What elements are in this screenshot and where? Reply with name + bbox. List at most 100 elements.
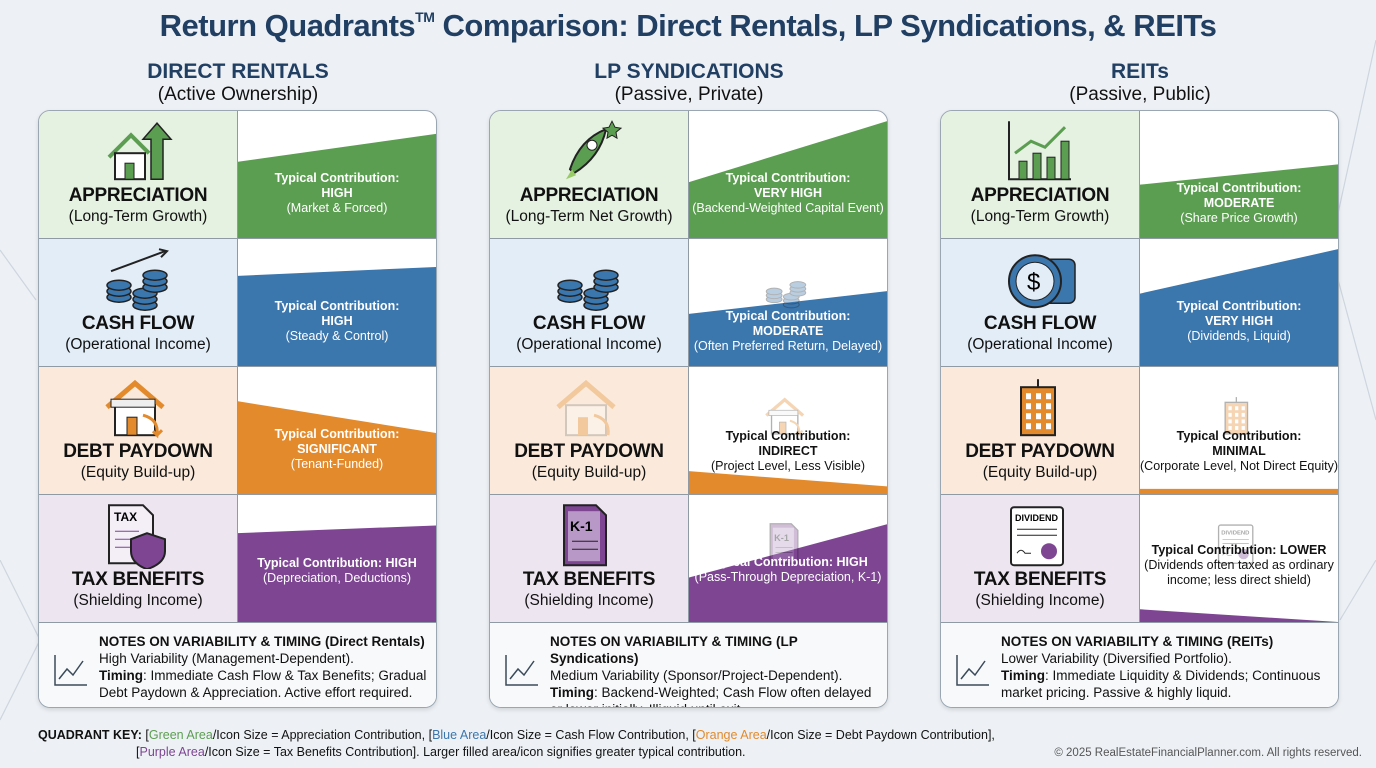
notes-variability: Medium Variability (Sponsor/Project-Depe… <box>550 668 843 683</box>
contribution-text: Typical Contribution: HIGH (Depreciation… <box>238 556 436 586</box>
contribution-label: Typical Contribution: <box>725 429 851 443</box>
quadrant-row-tax-benefits: DIVIDEND TAX BENEFITS (Shielding Income)… <box>941 495 1338 623</box>
contribution-fill-area <box>689 291 887 366</box>
dividend-certificate-icon: DIVIDEND <box>1212 521 1262 571</box>
contribution-label: Typical Contribution: <box>1176 299 1302 313</box>
quadrant-title: TAX BENEFITS <box>973 569 1107 590</box>
notes-section: NOTES ON VARIABILITY & TIMING (REITs) Lo… <box>941 623 1338 707</box>
contribution-label: Typical Contribution: <box>274 427 400 441</box>
quadrant-subtitle: (Equity Build-up) <box>531 464 647 481</box>
contribution-text: Typical Contribution: INDIRECT (Project … <box>689 429 887 474</box>
quadrant-subtitle: (Long-Term Growth) <box>970 208 1110 225</box>
column-subtitle: (Active Ownership) <box>157 84 319 105</box>
contribution-panel: Typical Contribution: MODERATE (Share Pr… <box>1140 111 1338 238</box>
contribution-label: Typical Contribution: <box>274 171 400 185</box>
column-title: LP SYNDICATIONS <box>594 60 784 83</box>
contribution-detail: (Depreciation, Deductions) <box>263 570 411 585</box>
contribution-fill-area <box>238 525 436 622</box>
quadrant-label-panel: CASH FLOW (Operational Income) <box>39 239 238 366</box>
comparison-card: APPRECIATION (Long-Term Net Growth) Typi… <box>489 110 888 708</box>
contribution-detail: (Backend-Weighted Capital Event) <box>692 201 884 215</box>
contribution-panel: Typical Contribution: VERY HIGH (Backend… <box>689 111 887 238</box>
contribution-label: Typical Contribution: <box>725 171 851 185</box>
quadrant-label-panel: CASH FLOW (Operational Income) <box>490 239 689 366</box>
copyright: © 2025 RealEstateFinancialPlanner.com. A… <box>1054 747 1362 759</box>
column-title: DIRECT RENTALS <box>147 60 329 83</box>
notes-heading: NOTES ON VARIABILITY & TIMING (LP Syndic… <box>550 634 798 666</box>
quadrant-subtitle: (Operational Income) <box>65 336 211 353</box>
column-subtitle: (Passive, Private) <box>614 84 764 105</box>
key-orange: Orange Area <box>695 728 767 742</box>
contribution-label: Typical Contribution: <box>1176 181 1302 195</box>
contribution-level: INDIRECT <box>758 444 818 458</box>
quadrant-title: DEBT PAYDOWN <box>965 441 1115 462</box>
contribution-text: Typical Contribution: LOWER (Dividends o… <box>1140 543 1338 588</box>
quadrant-title: DEBT PAYDOWN <box>63 441 213 462</box>
contribution-text: Typical Contribution: VERY HIGH (Backend… <box>689 171 887 216</box>
contribution-label: Typical Contribution: HIGH <box>708 555 868 569</box>
contribution-text: Typical Contribution: HIGH (Pass-Through… <box>689 555 887 585</box>
svg-text:$: $ <box>1027 269 1040 296</box>
quadrant-subtitle: (Operational Income) <box>967 336 1113 353</box>
contribution-fill-area <box>238 401 436 494</box>
quadrant-label-panel: APPRECIATION (Long-Term Growth) <box>941 111 1140 238</box>
quadrant-label-panel: TAX TAX BENEFITS (Shielding Income) <box>39 495 238 622</box>
column-subtitle: (Passive, Public) <box>1069 84 1211 105</box>
quadrant-label-panel: DEBT PAYDOWN (Equity Build-up) <box>39 367 238 494</box>
key-blue: Blue Area <box>432 728 487 742</box>
quadrant-row-tax-benefits: K-1 TAX BENEFITS (Shielding Income) K-1 … <box>490 495 887 623</box>
quadrant-title: CASH FLOW <box>81 313 195 334</box>
quadrant-title: TAX BENEFITS <box>71 569 205 590</box>
quadrant-subtitle: (Shielding Income) <box>73 592 203 609</box>
contribution-fill-area <box>238 266 436 366</box>
quadrant-row-debt-paydown: DEBT PAYDOWN (Equity Build-up) Typical C… <box>941 367 1338 495</box>
contribution-text: Typical Contribution: MODERATE (Often Pr… <box>689 309 887 354</box>
contribution-text: Typical Contribution: MODERATE (Share Pr… <box>1140 181 1338 226</box>
key-purple: Purple Area <box>139 745 205 759</box>
notes-variability: High Variability (Management-Dependent). <box>99 651 354 666</box>
comparison-card: APPRECIATION (Long-Term Growth) Typical … <box>940 110 1339 708</box>
quadrant-subtitle: (Long-Term Net Growth) <box>505 208 673 225</box>
office-building-icon <box>1212 393 1262 443</box>
contribution-text: Typical Contribution: VERY HIGH (Dividen… <box>1140 299 1338 344</box>
quadrant-subtitle: (Equity Build-up) <box>80 464 196 481</box>
quadrant-row-debt-paydown: DEBT PAYDOWN (Equity Build-up) Typical C… <box>490 367 887 495</box>
key-green: Green Area <box>148 728 213 742</box>
svg-text:TAX: TAX <box>114 510 137 524</box>
contribution-panel: Typical Contribution: HIGH (Steady & Con… <box>238 239 436 366</box>
contribution-panel: Typical Contribution: HIGH (Market & For… <box>238 111 436 238</box>
quadrant-label-panel: APPRECIATION (Long-Term Net Growth) <box>490 111 689 238</box>
contribution-detail: (Share Price Growth) <box>1180 211 1298 225</box>
coins-icon <box>761 265 811 315</box>
contribution-label: Typical Contribution: LOWER <box>1151 543 1327 557</box>
contribution-detail: (Dividends often taxed as ordinary incom… <box>1144 558 1334 587</box>
quadrant-title: APPRECIATION <box>970 185 1110 206</box>
contribution-fill-area <box>689 471 887 494</box>
quadrant-label-panel: $ CASH FLOW (Operational Income) <box>941 239 1140 366</box>
svg-text:DIVIDEND: DIVIDEND <box>1221 530 1250 536</box>
quadrant-label-panel: DEBT PAYDOWN (Equity Build-up) <box>490 367 689 494</box>
quadrant-title: APPRECIATION <box>519 185 659 206</box>
contribution-panel: Typical Contribution: MINIMAL (Corporate… <box>1140 367 1338 494</box>
quadrant-subtitle: (Operational Income) <box>516 336 662 353</box>
contribution-level: HIGH <box>321 314 353 328</box>
quadrant-subtitle: (Long-Term Growth) <box>68 208 208 225</box>
contribution-detail: (Tenant-Funded) <box>290 457 384 471</box>
contribution-detail: (Pass-Through Depreciation, K-1) <box>694 570 882 584</box>
comparison-card: APPRECIATION (Long-Term Growth) Typical … <box>38 110 437 708</box>
contribution-fill-area <box>1140 164 1338 238</box>
quadrant-title: DEBT PAYDOWN <box>514 441 664 462</box>
contribution-level: SIGNIFICANT <box>297 442 377 456</box>
contribution-detail: (Project Level, Less Visible) <box>710 459 865 473</box>
quadrant-title: APPRECIATION <box>68 185 208 206</box>
svg-text:K-1: K-1 <box>570 518 593 534</box>
quadrant-label-panel: APPRECIATION (Long-Term Growth) <box>39 111 238 238</box>
mortgage-house-icon <box>761 393 811 443</box>
quadrant-subtitle: (Shielding Income) <box>975 592 1105 609</box>
notes-timing: Timing: Immediate Liquidity & Dividends;… <box>1001 668 1321 700</box>
quadrant-row-appreciation: APPRECIATION (Long-Term Growth) Typical … <box>941 111 1338 239</box>
quadrant-row-appreciation: APPRECIATION (Long-Term Growth) Typical … <box>39 111 436 239</box>
quadrant-label-panel: K-1 TAX BENEFITS (Shielding Income) <box>490 495 689 622</box>
svg-text:DIVIDEND: DIVIDEND <box>1015 513 1059 523</box>
quadrant-row-cash-flow: CASH FLOW (Operational Income) Typical C… <box>39 239 436 367</box>
